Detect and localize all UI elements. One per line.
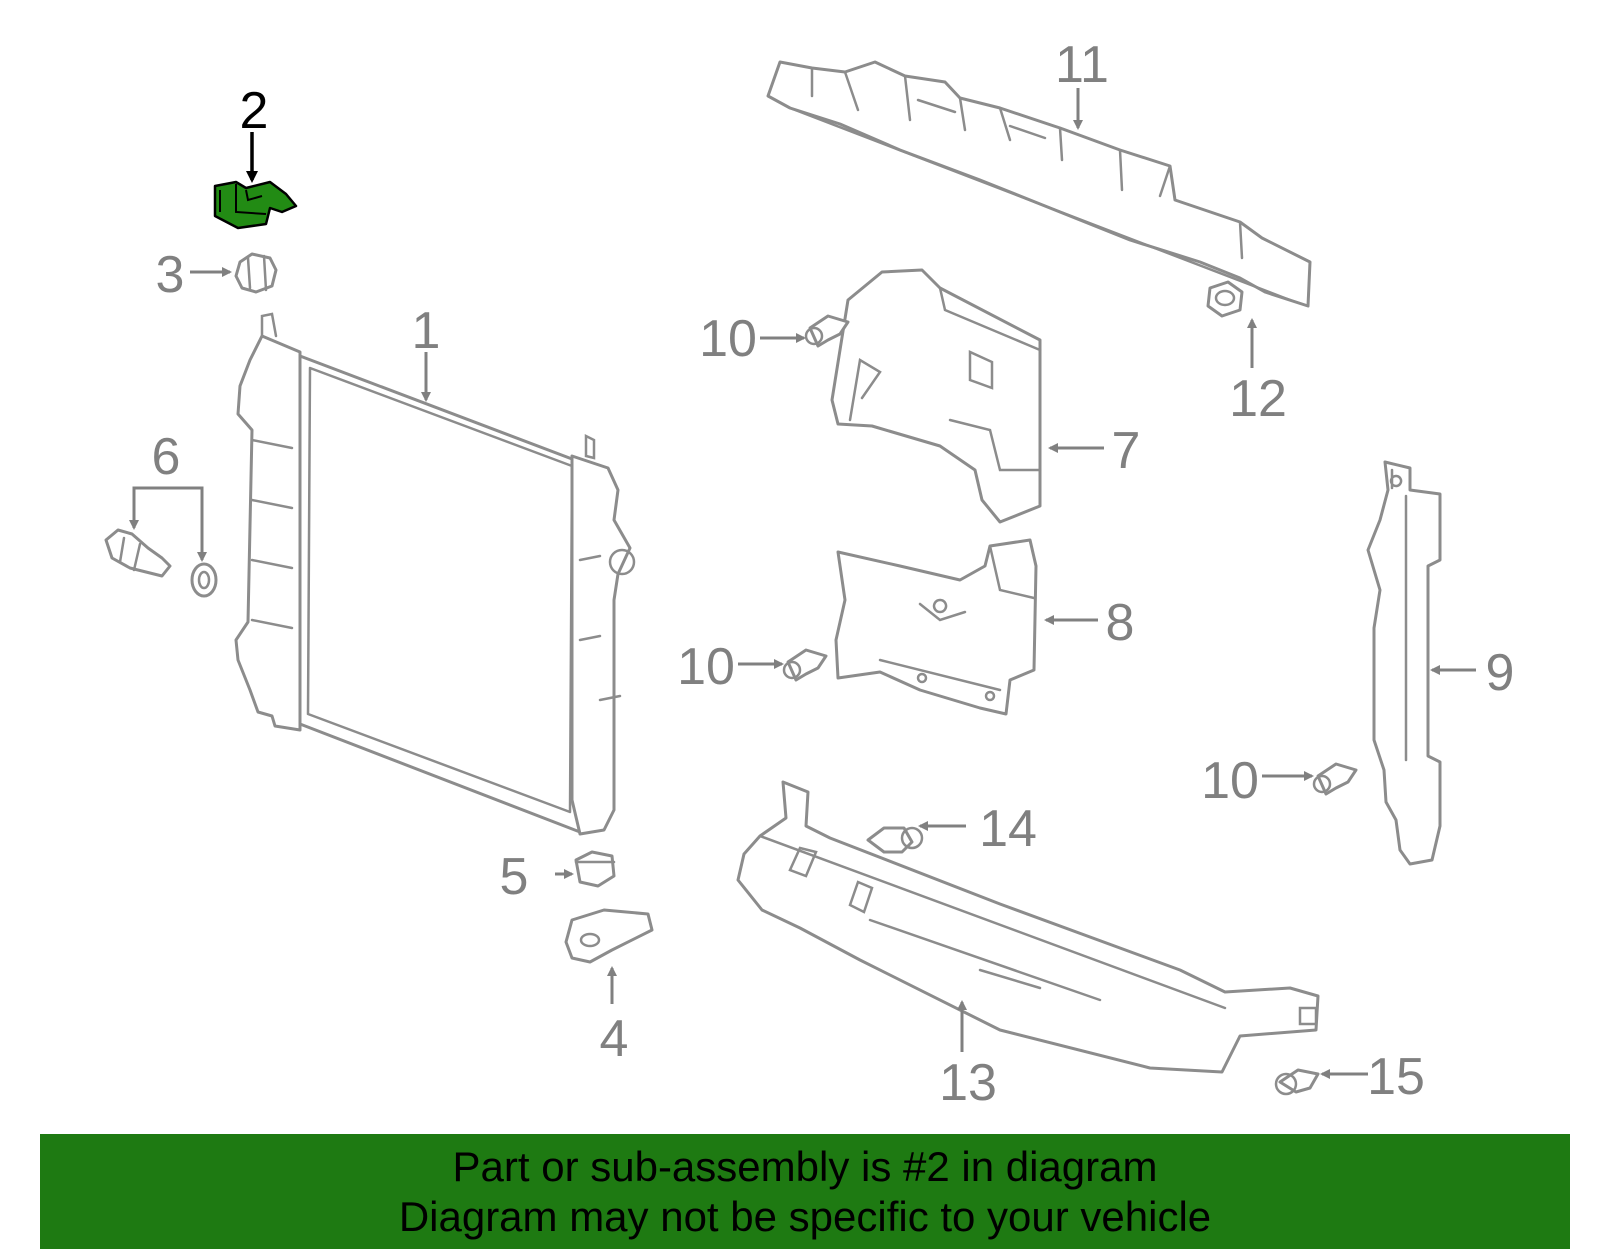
callout-4: 4: [600, 1010, 629, 1068]
banner-line-disclaimer: Diagram may not be specific to your vehi…: [398, 1192, 1212, 1240]
part-10-push-pin-c: [1312, 762, 1358, 796]
callout-11: 11: [1055, 36, 1109, 94]
part-3-insulator: [234, 252, 278, 294]
callout-10-b: 10: [677, 638, 735, 696]
part-11-upper-tie-bar: [766, 60, 1312, 308]
part-10-push-pin-a: [804, 314, 850, 348]
part-6-sensor: [104, 528, 218, 598]
callout-5: 5: [500, 848, 529, 906]
callout-6: 6: [152, 428, 181, 486]
callout-3: 3: [156, 246, 185, 304]
part-8-lower-deflector: [834, 538, 1038, 716]
callout-14: 14: [979, 800, 1037, 858]
part-2-bracket-highlighted: [213, 180, 298, 230]
callout-12: 12: [1229, 370, 1287, 428]
callout-10-c: 10: [1201, 752, 1259, 810]
info-banner: Part or sub-assembly is #2 in diagram Di…: [40, 1134, 1570, 1249]
part-7-upper-deflector: [830, 268, 1042, 524]
part-15-push-pin: [1274, 1068, 1320, 1096]
part-1-radiator: [234, 312, 636, 836]
callout-8: 8: [1106, 594, 1135, 652]
part-13-lower-tie-bar: [736, 780, 1320, 1074]
callout-7: 7: [1112, 422, 1141, 480]
part-5-insulator: [574, 850, 616, 888]
part-4-lower-bracket: [564, 908, 654, 964]
callout-2: 2: [240, 82, 269, 140]
callout-15: 15: [1367, 1048, 1425, 1106]
callout-1: 1: [412, 302, 441, 360]
part-9-side-deflector: [1366, 460, 1442, 866]
callout-9: 9: [1486, 644, 1515, 702]
part-10-push-pin-b: [782, 648, 828, 682]
banner-line-part: Part or sub-assembly is #2 in diagram: [452, 1142, 1158, 1190]
part-14-push-pin: [866, 826, 924, 854]
part-12-nut: [1206, 280, 1244, 318]
callout-13: 13: [939, 1054, 997, 1112]
leader-arrows: [129, 88, 1476, 1079]
callout-10-a: 10: [699, 310, 757, 368]
